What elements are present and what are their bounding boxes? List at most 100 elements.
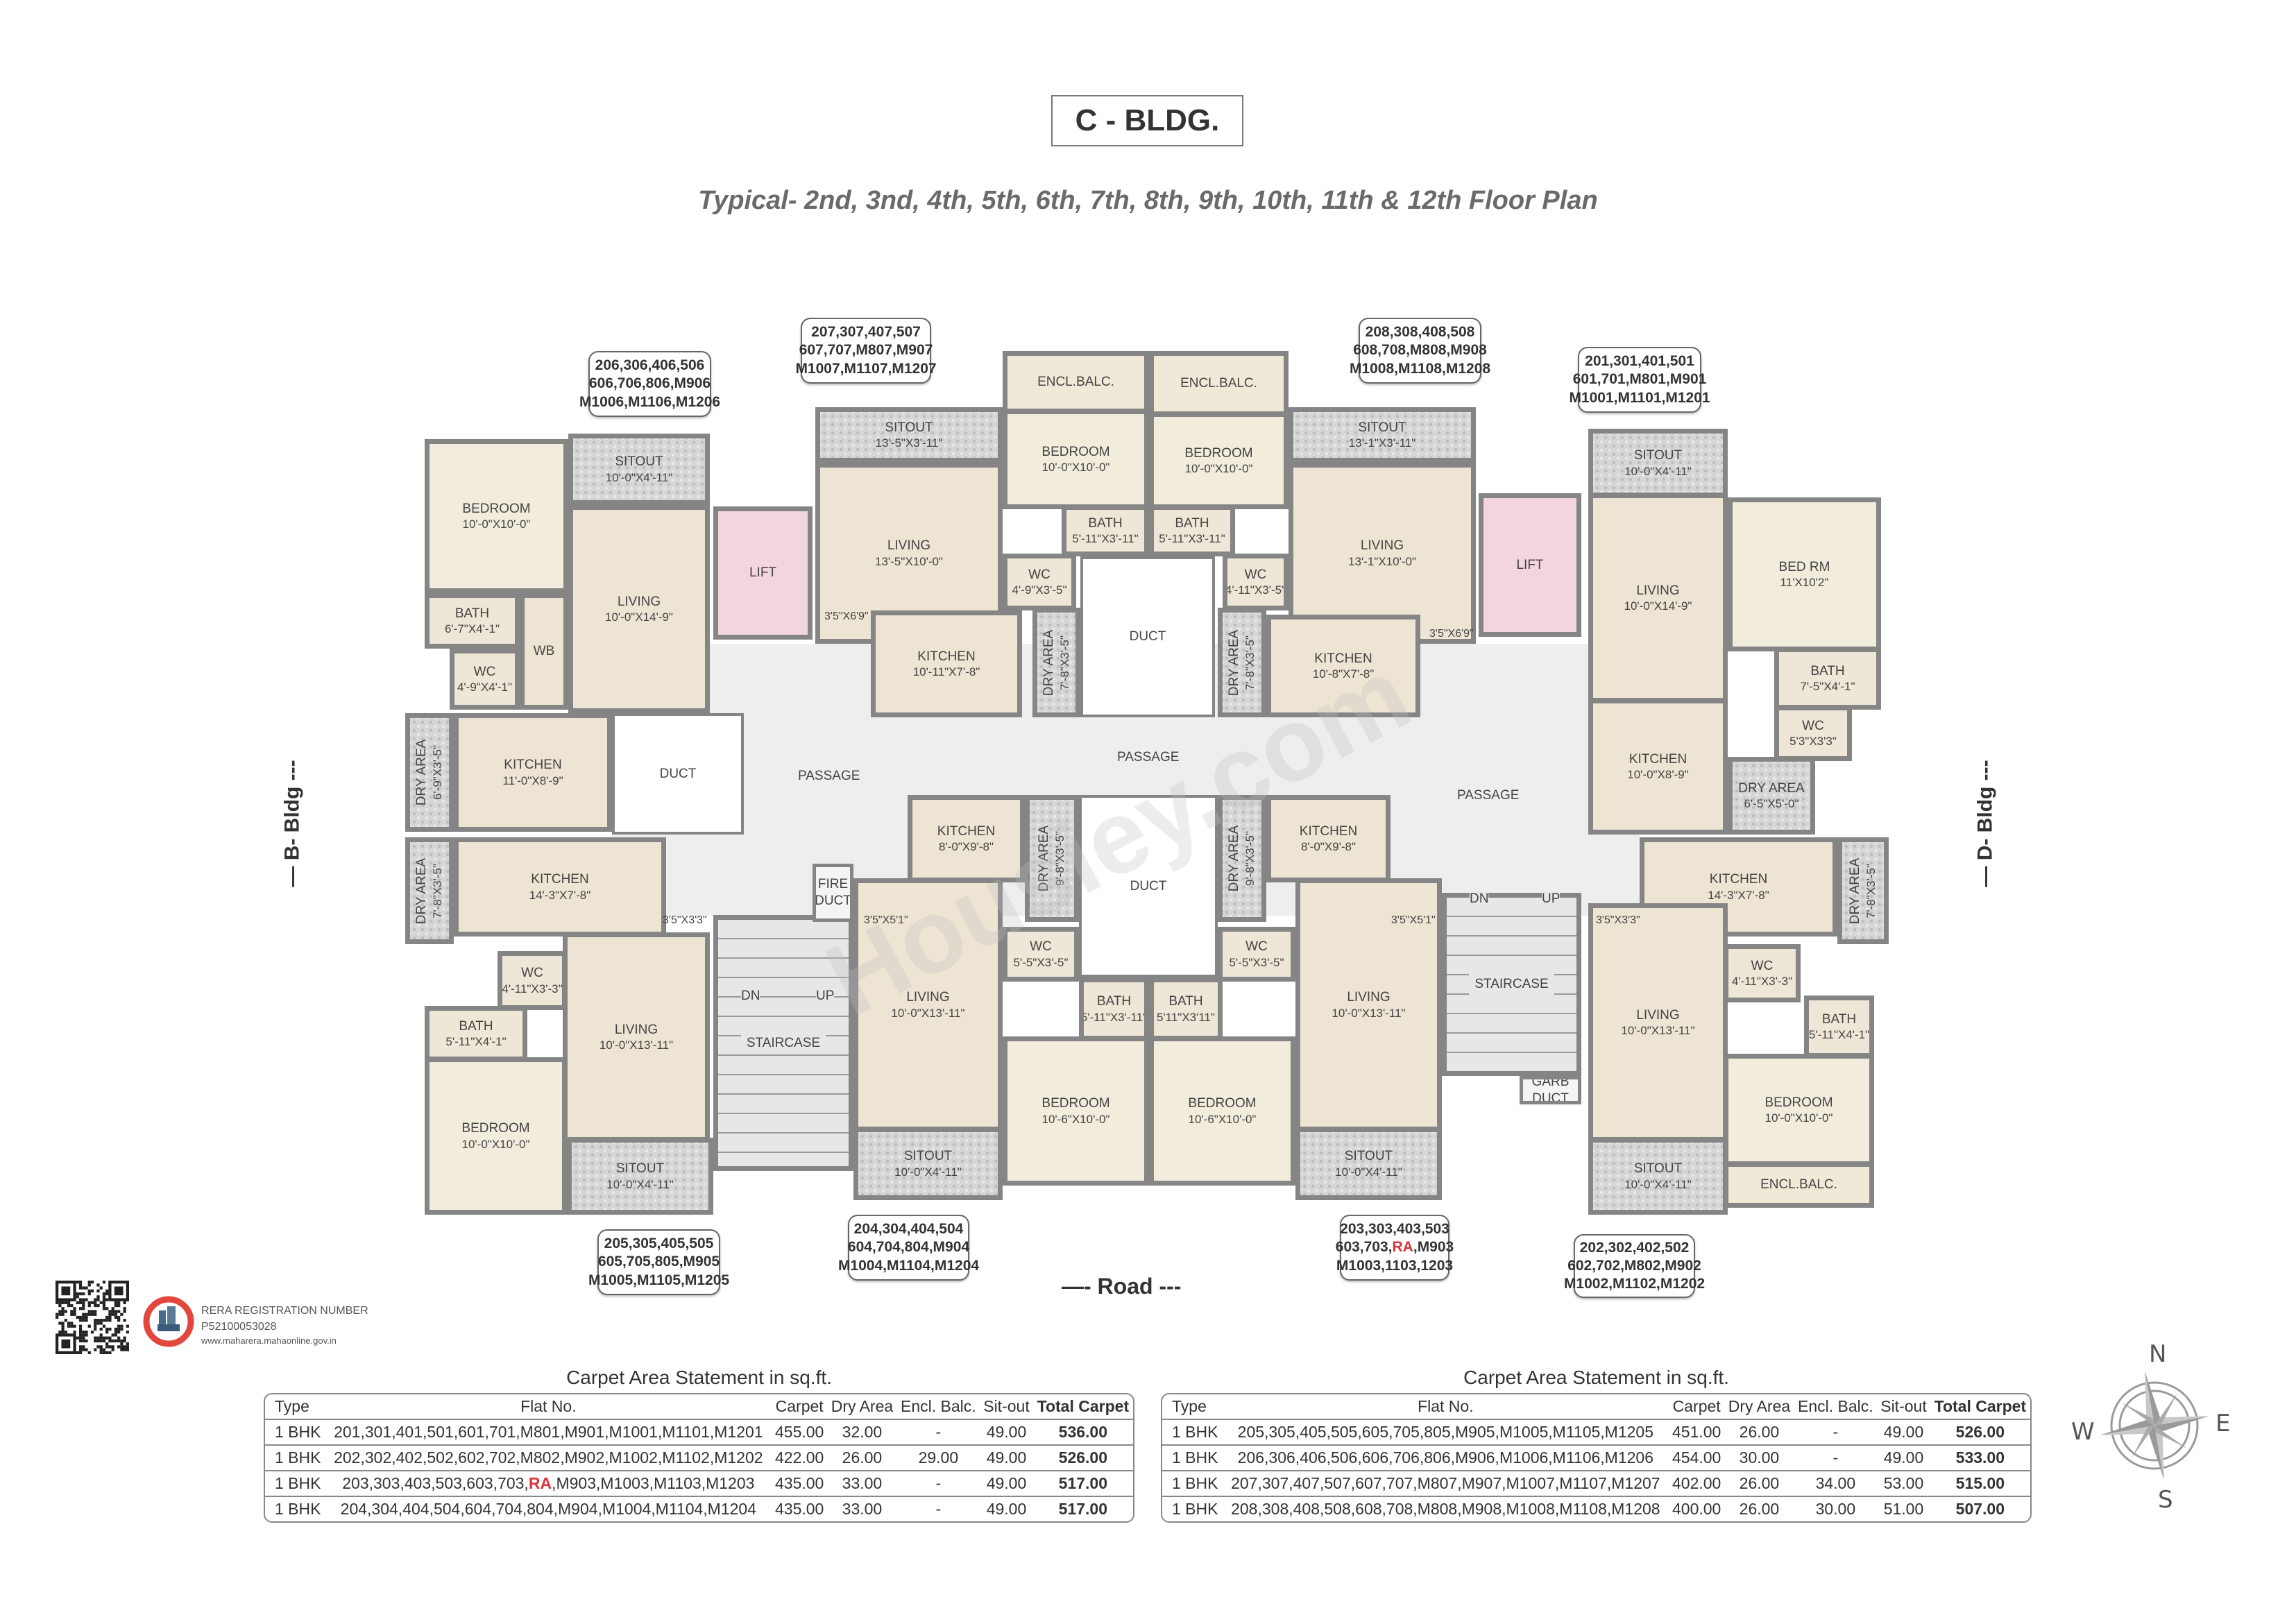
table-title: Carpet Area Statement in sq.ft. bbox=[566, 1367, 832, 1388]
room-dimensions: 6'-5"X5'-0" bbox=[1744, 797, 1799, 811]
compass-north: N bbox=[2149, 1342, 2166, 1368]
flat-number-text: ,M903 bbox=[1413, 1239, 1454, 1256]
room-name: WC bbox=[1244, 567, 1267, 582]
flat-number-text: ,M903,M1003,M1103,M1203 bbox=[552, 1474, 755, 1492]
room-dimensions: 10'-0"X4'-11" bbox=[1624, 464, 1692, 478]
compass-west: W bbox=[2071, 1418, 2095, 1446]
cell-type: 1 BHK bbox=[1162, 1420, 1223, 1446]
compass-east: E bbox=[2216, 1410, 2230, 1437]
stair-direction-label: UP bbox=[1542, 891, 1561, 907]
room-name: LIVING bbox=[1636, 583, 1680, 598]
room-name: LIFT bbox=[1516, 557, 1544, 572]
room-dimensions: 10'-0"X13'-11" bbox=[1332, 1006, 1406, 1020]
room-name: DRY AREA bbox=[1848, 857, 1863, 924]
flat-number-line: 207,307,407,507 bbox=[811, 323, 921, 341]
room-dimensions: 5'-11"X3'-11" bbox=[1080, 1010, 1148, 1024]
flat-highlight: RA bbox=[1392, 1239, 1413, 1256]
cell-encl-balc: - bbox=[896, 1471, 980, 1497]
cell-flat-no: 206,306,406,506,606,706,806,M906,M1006,M… bbox=[1222, 1446, 1669, 1471]
cell-carpet: 402.00 bbox=[1668, 1471, 1725, 1497]
room-name: SITOUT bbox=[885, 420, 933, 435]
flat-number-text: M1004,M1104,M1204 bbox=[837, 1257, 980, 1274]
flat-number-text: 207,307,407,507 bbox=[811, 324, 921, 341]
flat-number-line: M1004,M1104,M1204 bbox=[838, 1257, 979, 1275]
column-header: Dry Area bbox=[1724, 1394, 1794, 1420]
cell-encl-balc: - bbox=[1794, 1420, 1878, 1446]
room-dimensions: 10'-0"X10'-0" bbox=[1041, 461, 1110, 475]
room-name: KITCHEN bbox=[937, 823, 996, 839]
column-header: Sit-out bbox=[980, 1394, 1033, 1420]
room-name: WC bbox=[1802, 718, 1824, 733]
flat-number-text: 205,305,405,505 bbox=[604, 1236, 714, 1252]
cell-flat-no: 203,303,403,503,603,703,RA,M903,M1003,M1… bbox=[325, 1471, 772, 1497]
room-name: BATH bbox=[1821, 1011, 1857, 1027]
cell-encl-balc: - bbox=[935, 1500, 942, 1518]
room-dimensions: 4'-11"X3'-5" bbox=[1225, 583, 1286, 597]
flat-number-text: 207,307,407,507,607,707,M807,M907,M1007,… bbox=[1231, 1474, 1660, 1492]
room-name: KITCHEN bbox=[1314, 651, 1372, 666]
flat-number-text: 201,301,401,501 bbox=[1585, 353, 1694, 370]
room-label-group: ENCL.BALC. bbox=[1760, 1177, 1837, 1193]
cell-total-carpet: 526.00 bbox=[1032, 1446, 1133, 1471]
cell-flat-no: 205,305,405,505,605,705,805,M905,M1005,M… bbox=[1222, 1420, 1669, 1446]
cell-encl-balc: 29.00 bbox=[896, 1446, 980, 1471]
room-dimensions: 11'X10'2" bbox=[1780, 576, 1829, 590]
room-label-group: LIFT bbox=[749, 565, 776, 581]
room-name: BATH bbox=[1088, 515, 1123, 531]
column-header: Encl. Balc. bbox=[896, 1394, 980, 1420]
room-name: LIFT bbox=[749, 565, 777, 581]
building-title: C - BLDG. bbox=[1051, 95, 1243, 146]
room-label-group: DUCT bbox=[660, 766, 697, 783]
cell-type: 1 BHK bbox=[275, 1500, 321, 1518]
flat-number-text: 203,303,403,503 bbox=[1340, 1221, 1449, 1238]
stair-direction-label: DN bbox=[741, 989, 760, 1004]
room-name: SITOUT bbox=[1358, 420, 1406, 435]
door-size-label: 3'5"X3'3" bbox=[1596, 914, 1640, 926]
room-dimensions: 10'-0"X10'-0" bbox=[462, 518, 531, 531]
flat-number-line: 607,707,M807,M907 bbox=[799, 341, 933, 359]
cell-sit-out: 49.00 bbox=[980, 1420, 1033, 1446]
room-name: KITCHEN bbox=[504, 758, 562, 772]
room-name: DRY AREA bbox=[1041, 629, 1056, 696]
room-name: LIVING bbox=[1636, 1007, 1680, 1023]
passage-label: PASSAGE bbox=[798, 769, 860, 783]
flat-number-line: 202,302,402,502 bbox=[1580, 1239, 1690, 1257]
cell-encl-balc: - bbox=[896, 1420, 980, 1446]
room-dimensions: 10'-8"X7'-8" bbox=[1312, 667, 1375, 681]
stair-direction-label: DN bbox=[1470, 891, 1489, 907]
room-dimensions: 6'-7"X4'-1" bbox=[444, 622, 500, 636]
room-name: LIVING bbox=[617, 594, 661, 609]
room-name: SITOUT bbox=[903, 1149, 953, 1163]
room-dimensions: 13'-5"X3'-11" bbox=[875, 436, 943, 450]
